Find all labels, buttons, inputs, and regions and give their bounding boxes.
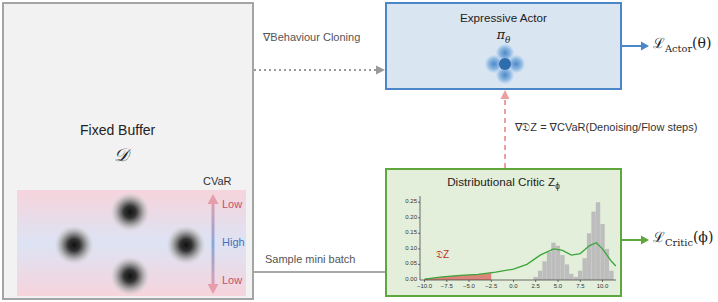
tick-label: 5.0 <box>554 283 562 289</box>
box-title: Expressive Actor <box>460 11 547 24</box>
connector <box>254 272 385 273</box>
tick-label-group: 0.00 <box>405 276 417 283</box>
tick-label: 0.15 <box>405 230 417 236</box>
tick-label-group: 0.10 <box>405 245 417 252</box>
tick-label-group: 5.0 <box>554 283 562 290</box>
dataset-symbol-group: 𝒟 <box>114 144 128 166</box>
tick-label-group: 0.20 <box>405 214 417 221</box>
connector-line <box>504 97 506 168</box>
cvar-double-arrow <box>208 194 219 294</box>
box-title: Distributional Critic <box>447 175 544 188</box>
risk-level: Low <box>222 274 242 286</box>
connector-line <box>254 69 378 71</box>
tick-label-group: 0.15 <box>405 230 417 237</box>
connector <box>254 66 385 75</box>
tick-label-group: 7.5 <box>576 283 584 290</box>
tail-label-group: 𝔇Z <box>436 249 449 261</box>
tick-label-group: 10.0 <box>597 283 609 290</box>
policy-symbol: θ <box>505 35 510 45</box>
actor-loss-arrow <box>622 42 649 51</box>
loss-label: Critic <box>665 237 693 248</box>
policy-symbol: π <box>497 27 505 42</box>
tick-label: 10.0 <box>597 283 609 289</box>
tick-label-group: −10.0 <box>417 283 432 290</box>
tick-label-group: 0.0 <box>509 283 517 290</box>
return-histogram <box>418 196 616 282</box>
axis-title-group: CVaR <box>203 175 232 188</box>
tick-label-group: −5.0 <box>463 283 475 290</box>
tick-label: −7.5 <box>441 283 453 289</box>
density-curve <box>425 243 616 279</box>
loss-label: (θ) <box>692 35 711 51</box>
loss-label: (ϕ) <box>693 229 713 245</box>
loss-label: ℒ <box>653 35 665 51</box>
tick-label-group: 2.5 <box>532 283 540 290</box>
tail-label: 𝔇Z <box>436 249 449 260</box>
arrow-head <box>501 90 510 99</box>
risk-level-group: Low <box>222 198 242 211</box>
policy-symbol-group: πθ <box>387 27 620 45</box>
edge-label: Sample mini batch <box>264 253 357 266</box>
tick-label: 0.00 <box>405 276 417 282</box>
tick-label: 7.5 <box>576 283 584 289</box>
tick-label: 2.5 <box>532 283 540 289</box>
risk-level: High <box>222 236 245 248</box>
box-title: ϕ <box>555 182 560 191</box>
connector-line <box>254 271 385 273</box>
loss-label: ℒ <box>653 229 665 245</box>
risk-level: Low <box>222 198 242 210</box>
risk-level-group: Low <box>222 274 242 287</box>
tick-label: −2.5 <box>485 283 497 289</box>
policy-cross-icon <box>485 44 525 84</box>
edge-label: ∇Behaviour Cloning <box>262 31 361 44</box>
edge-label: ∇𝔇Z = ∇CVaR(Denoising/Flow steps) <box>514 121 698 134</box>
panel-title: Fixed Buffer <box>80 122 155 138</box>
buffer-density-plot <box>17 190 246 296</box>
tick-label: 0.0 <box>509 283 517 289</box>
box-title-group: Distributional Critic Zϕ <box>387 175 620 192</box>
loss-label: Actor <box>665 43 692 54</box>
connector <box>501 90 510 168</box>
tick-label: −5.0 <box>463 283 475 289</box>
chart-axes <box>418 196 616 282</box>
axis-title: CVaR <box>203 175 232 187</box>
tick-label-group: −2.5 <box>485 283 497 290</box>
loss-label-group: ℒCritic(ϕ) <box>653 229 713 249</box>
risk-level-group: High <box>222 236 245 249</box>
box-title-group: Expressive Actor <box>387 11 620 25</box>
tick-label: 0.10 <box>405 245 417 251</box>
dataset-symbol: 𝒟 <box>114 144 128 165</box>
tick-label: −10.0 <box>417 283 432 289</box>
loss-label-group: ℒActor(θ) <box>653 35 711 55</box>
critic-loss-arrow <box>622 236 649 245</box>
tick-label: 0.05 <box>405 261 417 267</box>
tick-label: 0.25 <box>405 199 417 205</box>
panel-title-group: Fixed Buffer <box>80 122 155 139</box>
tick-label-group: 0.05 <box>405 261 417 268</box>
tick-label: 0.20 <box>405 214 417 220</box>
box-title: Z <box>548 175 555 188</box>
tick-label-group: 0.25 <box>405 199 417 206</box>
tick-label-group: −7.5 <box>441 283 453 290</box>
arrow-head <box>376 66 385 75</box>
